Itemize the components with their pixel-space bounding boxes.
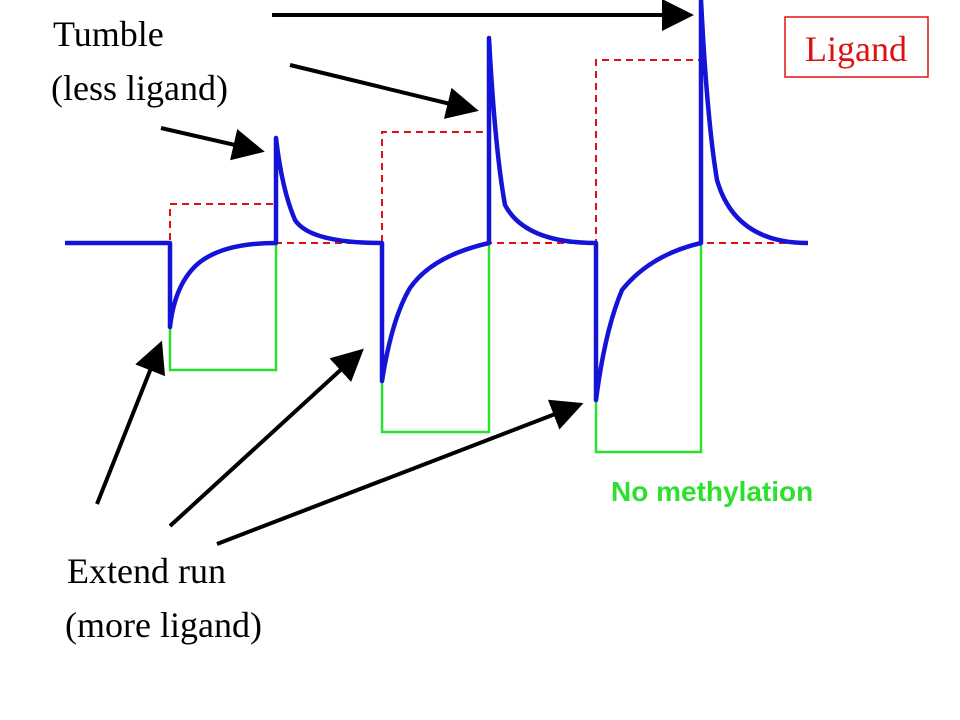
extend-arrow-left [95,340,166,505]
tumble-arrow-middle [289,63,479,119]
extend-label-line2: (more ligand) [65,605,262,645]
ligand-legend-label: Ligand [805,29,907,69]
extend-arrow-right [216,399,584,546]
tumble-label-line2: (less ligand) [51,68,228,108]
tumble-label-line1: Tumble [53,14,164,54]
tumble-arrow-bottom [160,126,265,161]
ligand-trace [65,59,808,244]
no-methylation-label: No methylation [611,476,813,507]
extend-arrow-middle [168,348,364,528]
extend-label-line1: Extend run [67,551,226,591]
no-methylation-trace [168,243,703,454]
ligand-legend-box [784,16,929,78]
activity-trace [65,0,809,403]
